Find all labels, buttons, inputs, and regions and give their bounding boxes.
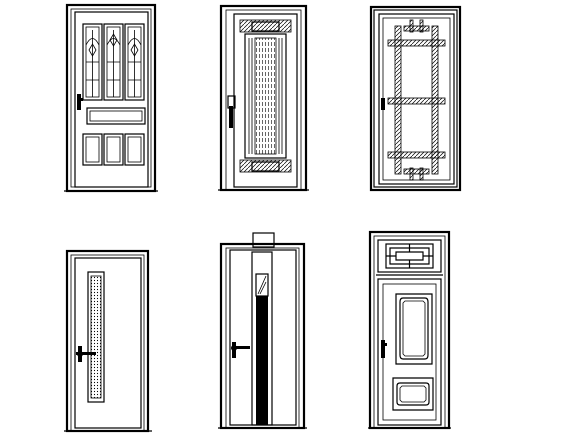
door-2	[218, 4, 309, 192]
door-3-leaf	[378, 13, 455, 185]
door-4-handle-icon	[76, 346, 96, 362]
door-3-handle-icon	[381, 98, 385, 110]
door-4	[64, 249, 152, 433]
door-2-reeded-glass	[244, 33, 287, 159]
door-5	[218, 232, 307, 430]
door-3-grille	[387, 19, 446, 181]
door-2-handle-icon	[227, 95, 236, 128]
door-1-handle-icon	[77, 94, 83, 110]
door-4-inlay	[87, 271, 105, 403]
door-6-leaf	[377, 278, 442, 426]
door-6	[368, 230, 451, 430]
door-5-stripe-glass	[255, 273, 269, 297]
door-1-mid-panel	[86, 107, 146, 125]
door-5-handle-icon	[231, 342, 250, 358]
door-3	[369, 5, 462, 192]
door-4-leaf	[74, 257, 142, 429]
door-5-dark-stripe	[256, 296, 268, 425]
door-3-frame	[369, 5, 462, 192]
door-1	[64, 3, 158, 193]
door-6-handle-icon	[381, 340, 387, 358]
door-2-top-rail	[239, 19, 292, 33]
door-1-lower-panels	[82, 133, 145, 166]
door-6-transom	[377, 239, 442, 273]
door-2-bottom-rail	[239, 159, 292, 173]
door-5-top-block	[252, 232, 275, 248]
door-6-upper-panel	[395, 293, 433, 365]
door-2-leaf	[233, 13, 298, 188]
door-4-frame	[65, 249, 150, 433]
door-1-glass-panes	[82, 23, 145, 101]
door-6-lower-panel	[392, 377, 434, 411]
door-1-leaf	[74, 11, 149, 188]
